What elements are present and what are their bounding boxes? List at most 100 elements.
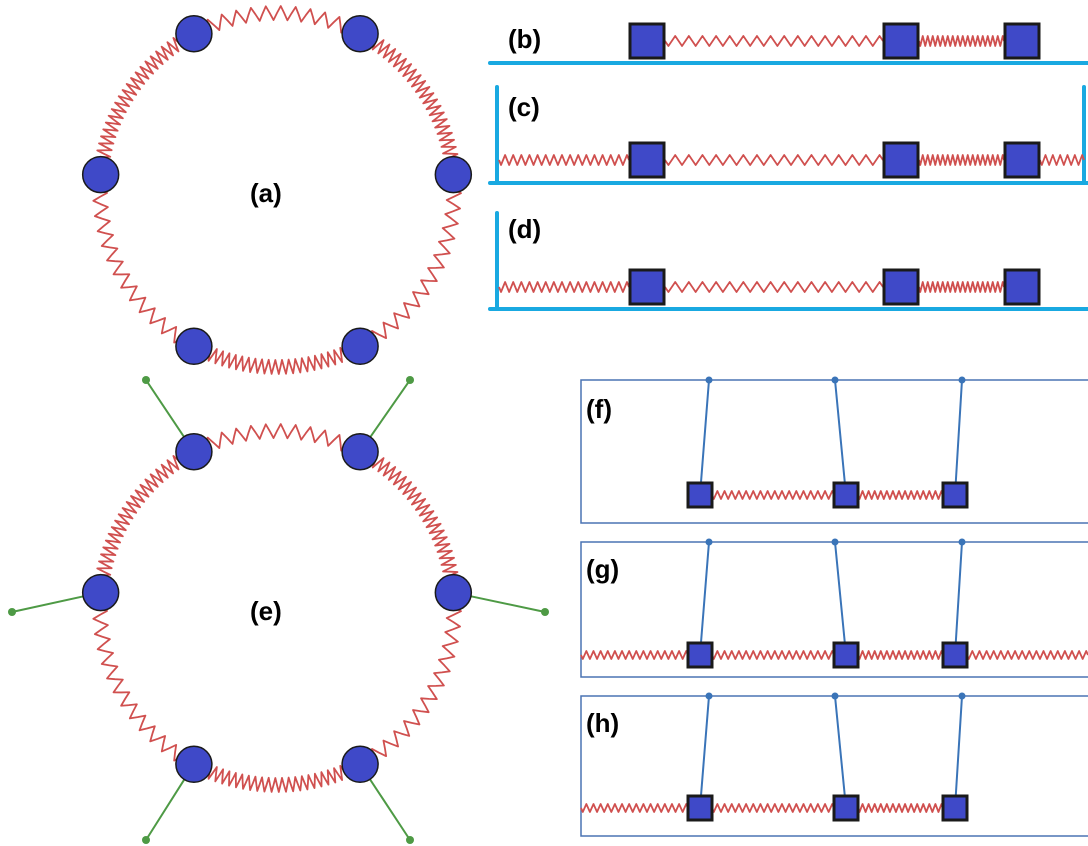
spring-2-3	[857, 803, 944, 813]
mass-block	[941, 794, 969, 822]
pendulum-rod	[954, 541, 963, 656]
mass-ball	[341, 327, 379, 366]
pendulum-rod	[834, 695, 847, 809]
left-spring	[498, 281, 630, 293]
mass-block	[882, 268, 920, 306]
panel-e-ring-chain-grounded	[8, 376, 549, 844]
mass-ball	[81, 573, 120, 612]
mass-ball	[341, 745, 379, 784]
ground-anchor-dot	[8, 608, 16, 616]
ground-anchor-dot	[142, 836, 150, 844]
ring-spring	[359, 445, 461, 594]
ground-anchor-dot	[142, 376, 150, 384]
pivot-dot	[958, 538, 966, 546]
panel-label-h: (h)	[586, 708, 619, 738]
mass-ball	[434, 155, 473, 194]
pendulum-rod	[954, 379, 963, 496]
panel-a-ring-chain	[81, 5, 473, 375]
spring-1-2	[664, 154, 884, 166]
ring-spring	[92, 29, 197, 176]
frame-box	[580, 379, 1088, 524]
left-spring	[580, 650, 689, 660]
panel-label-e: (e)	[250, 596, 282, 626]
spring-1-2	[664, 281, 884, 293]
ring-spring	[193, 5, 361, 40]
left-spring	[498, 154, 630, 166]
pendulum-rod	[699, 379, 710, 496]
mass-block	[686, 641, 714, 669]
ground-anchor-dot	[541, 608, 549, 616]
ring-spring	[92, 591, 195, 770]
spring-1-2	[711, 650, 835, 660]
panel-d-fixed-free-chain	[488, 211, 1088, 311]
pendulum-rod	[834, 379, 847, 496]
panel-label-g: (g)	[586, 554, 619, 584]
ground-anchor-dot	[406, 376, 414, 384]
spring-1-2	[711, 490, 835, 500]
pivot-dot	[705, 692, 713, 700]
pendulum-rod	[699, 695, 710, 809]
mass-block	[628, 268, 666, 306]
mass-ball	[434, 573, 473, 612]
spring-2-3	[918, 281, 1005, 293]
right-spring	[966, 650, 1088, 660]
mass-block	[628, 141, 666, 179]
mass-ball	[81, 155, 120, 194]
ring-spring	[92, 447, 197, 594]
ring-spring	[359, 591, 462, 766]
mass-block	[882, 22, 920, 60]
panel-f-pendulum-free-chain	[580, 376, 1088, 524]
panel-g-pendulum-fixed-fixed-chain	[580, 538, 1088, 678]
spring-2-3	[857, 650, 944, 660]
panel-b-free-chain	[488, 22, 1088, 65]
mass-block	[941, 641, 969, 669]
ring-spring	[359, 173, 462, 348]
pivot-dot	[831, 538, 839, 546]
mass-ball	[175, 432, 213, 471]
spring-2-3	[918, 35, 1005, 47]
mass-block	[832, 481, 860, 509]
pivot-dot	[958, 376, 966, 384]
right-spring	[1039, 154, 1085, 166]
mass-ball	[175, 327, 213, 366]
mass-block	[686, 481, 714, 509]
spring-2-3	[918, 154, 1005, 166]
mass-ball	[175, 14, 213, 53]
mass-block	[1003, 22, 1041, 60]
panel-c-fixed-fixed-chain	[488, 85, 1088, 185]
spring-2-3	[857, 490, 944, 500]
spring-1-2	[664, 35, 884, 47]
panel-h-pendulum-fixed-free-chain	[580, 692, 1088, 837]
pivot-dot	[705, 538, 713, 546]
mass-ball	[175, 745, 213, 784]
panel-label-f: (f)	[586, 394, 612, 424]
frame-box	[580, 541, 1088, 678]
mass-block	[832, 641, 860, 669]
pendulum-rod	[954, 695, 963, 809]
panel-label-c: (c)	[508, 92, 540, 122]
ring-spring	[193, 757, 363, 793]
pivot-dot	[958, 692, 966, 700]
panel-label-d: (d)	[508, 214, 541, 244]
ring-spring	[359, 27, 461, 176]
ring-spring	[193, 339, 363, 375]
mass-block	[628, 22, 666, 60]
mass-ball	[341, 432, 379, 471]
spring-1-2	[711, 803, 835, 813]
ring-spring	[193, 423, 361, 458]
mass-block	[1003, 268, 1041, 306]
ring-spring	[92, 173, 195, 352]
ground-anchor-dot	[406, 836, 414, 844]
pendulum-rod	[699, 541, 710, 656]
mass-block	[941, 481, 969, 509]
left-spring	[580, 803, 689, 813]
panel-label-a: (a)	[250, 178, 282, 208]
mass-block	[832, 794, 860, 822]
pivot-dot	[831, 692, 839, 700]
mass-block	[882, 141, 920, 179]
panel-label-b: (b)	[508, 24, 541, 54]
pivot-dot	[831, 376, 839, 384]
mass-block	[1003, 141, 1041, 179]
pivot-dot	[705, 376, 713, 384]
